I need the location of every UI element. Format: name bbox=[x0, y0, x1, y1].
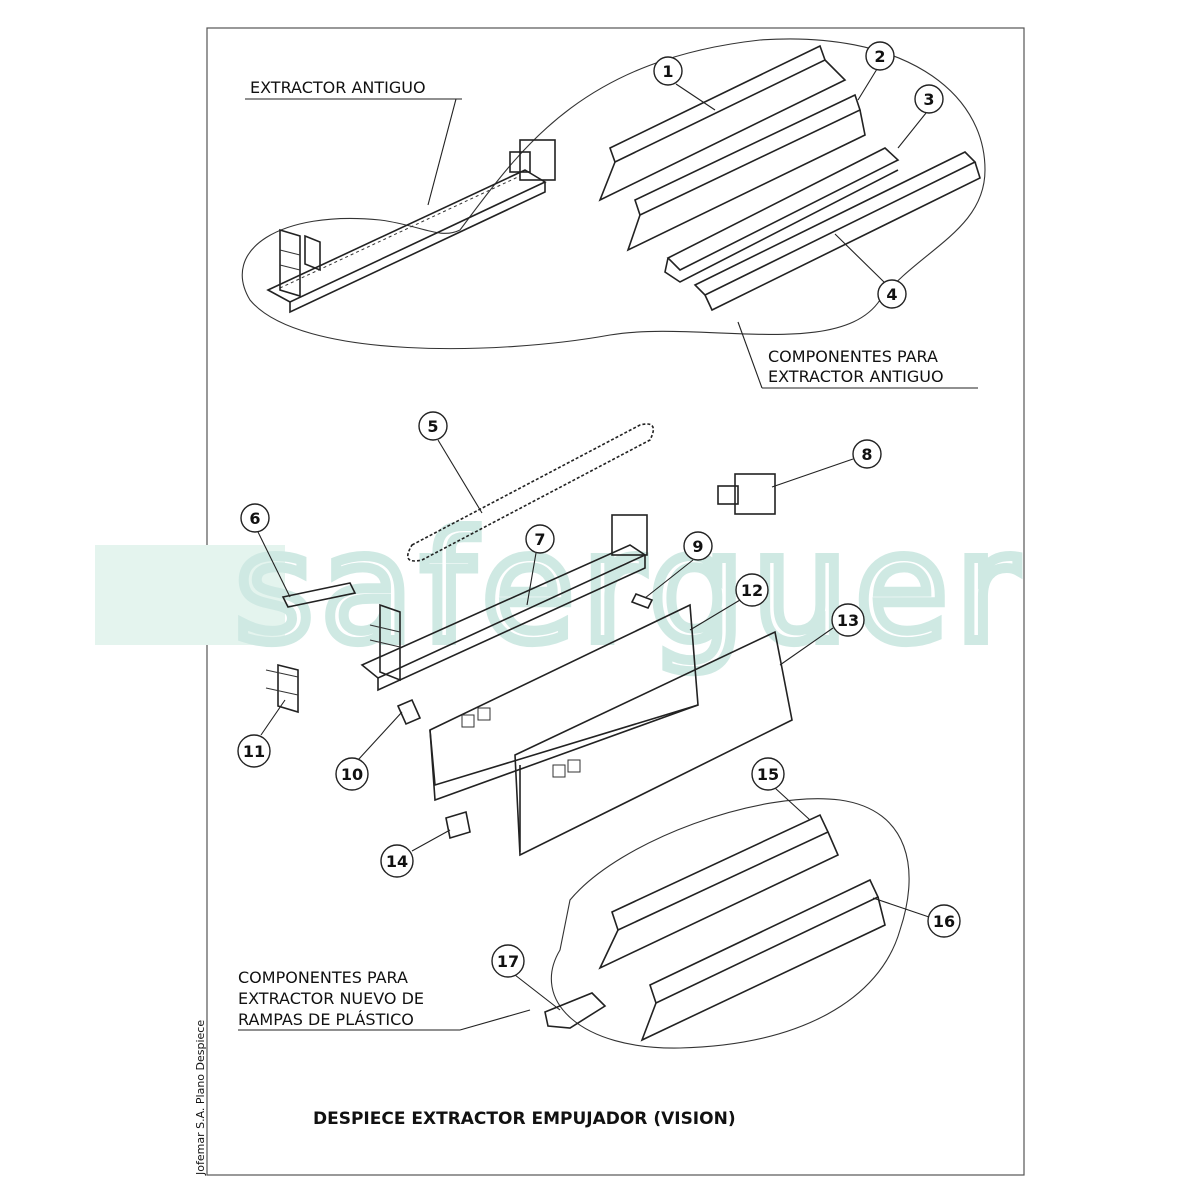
callout-4-num: 4 bbox=[886, 285, 897, 304]
label-components-old-1: COMPONENTES PARA bbox=[768, 347, 938, 366]
callout-4: 4 bbox=[834, 233, 907, 309]
callout-17-num: 17 bbox=[497, 952, 519, 971]
callout-7-num: 7 bbox=[534, 530, 545, 549]
callout-12-num: 12 bbox=[741, 581, 763, 600]
new-components-outline bbox=[550, 798, 910, 1049]
old-components-outline bbox=[241, 38, 986, 350]
callout-10-num: 10 bbox=[341, 765, 363, 784]
callout-12: 12 bbox=[689, 573, 769, 631]
label-components-old-2: EXTRACTOR ANTIGUO bbox=[768, 367, 944, 386]
part-14-clip bbox=[445, 810, 471, 840]
callout-1: 1 bbox=[653, 56, 716, 111]
callout-7: 7 bbox=[525, 524, 555, 606]
callout-9-num: 9 bbox=[692, 537, 703, 556]
part-11-bracket bbox=[265, 663, 299, 714]
callout-3-num: 3 bbox=[923, 90, 934, 109]
callout-9: 9 bbox=[644, 531, 713, 599]
callout-8: 8 bbox=[771, 439, 882, 488]
part-2-rail bbox=[626, 93, 866, 252]
callout-15-num: 15 bbox=[757, 765, 779, 784]
part-13-panel bbox=[514, 630, 793, 857]
callout-11: 11 bbox=[237, 699, 286, 768]
callout-2-num: 2 bbox=[874, 47, 885, 66]
part-9-pin bbox=[630, 592, 654, 610]
callout-13: 13 bbox=[779, 603, 865, 666]
callout-6: 6 bbox=[240, 503, 291, 598]
callout-17: 17 bbox=[491, 944, 561, 1011]
callout-5-num: 5 bbox=[427, 417, 438, 436]
part-15-rail bbox=[598, 813, 840, 970]
label-components-new-1: COMPONENTES PARA bbox=[238, 968, 408, 987]
callout-6-num: 6 bbox=[249, 509, 260, 528]
part-8-block bbox=[717, 473, 776, 515]
callout-14-num: 14 bbox=[386, 852, 408, 871]
sheet-title: DESPIECE EXTRACTOR EMPUJADOR (VISION) bbox=[313, 1109, 736, 1129]
part-1-rail bbox=[598, 44, 847, 202]
callout-8-num: 8 bbox=[861, 445, 872, 464]
callout-10: 10 bbox=[335, 711, 403, 791]
part-7-extractor bbox=[360, 514, 648, 692]
callout-1-num: 1 bbox=[662, 62, 673, 81]
part-4-rail bbox=[693, 151, 981, 312]
callout-5: 5 bbox=[418, 411, 483, 514]
callout-2: 2 bbox=[857, 41, 895, 101]
part-12-panel bbox=[429, 603, 699, 802]
watermark-text: saferguer bbox=[235, 502, 1025, 676]
old-extractor-assembly bbox=[266, 139, 556, 314]
part-16-rail bbox=[640, 878, 886, 1042]
callout-16-num: 16 bbox=[933, 912, 955, 931]
callout-16: 16 bbox=[872, 897, 961, 938]
callout-11-num: 11 bbox=[243, 742, 265, 761]
watermark: saferguer bbox=[95, 497, 1025, 681]
callout-15: 15 bbox=[751, 757, 811, 821]
part-10-screw bbox=[396, 698, 422, 726]
side-note: Jofemar S.A. Plano Despiece bbox=[194, 1020, 207, 1176]
label-components-new-3: RAMPAS DE PLÁSTICO bbox=[238, 1010, 414, 1029]
callout-14: 14 bbox=[380, 829, 451, 878]
label-components-new-2: EXTRACTOR NUEVO DE bbox=[238, 989, 424, 1008]
callout-3: 3 bbox=[897, 84, 944, 149]
part-6-strip bbox=[281, 582, 357, 608]
callout-13-num: 13 bbox=[837, 611, 859, 630]
part-17-ramp bbox=[544, 992, 607, 1029]
part-3-rail bbox=[664, 147, 900, 283]
label-old-extractor: EXTRACTOR ANTIGUO bbox=[250, 78, 426, 97]
part-5-chain bbox=[406, 423, 655, 562]
